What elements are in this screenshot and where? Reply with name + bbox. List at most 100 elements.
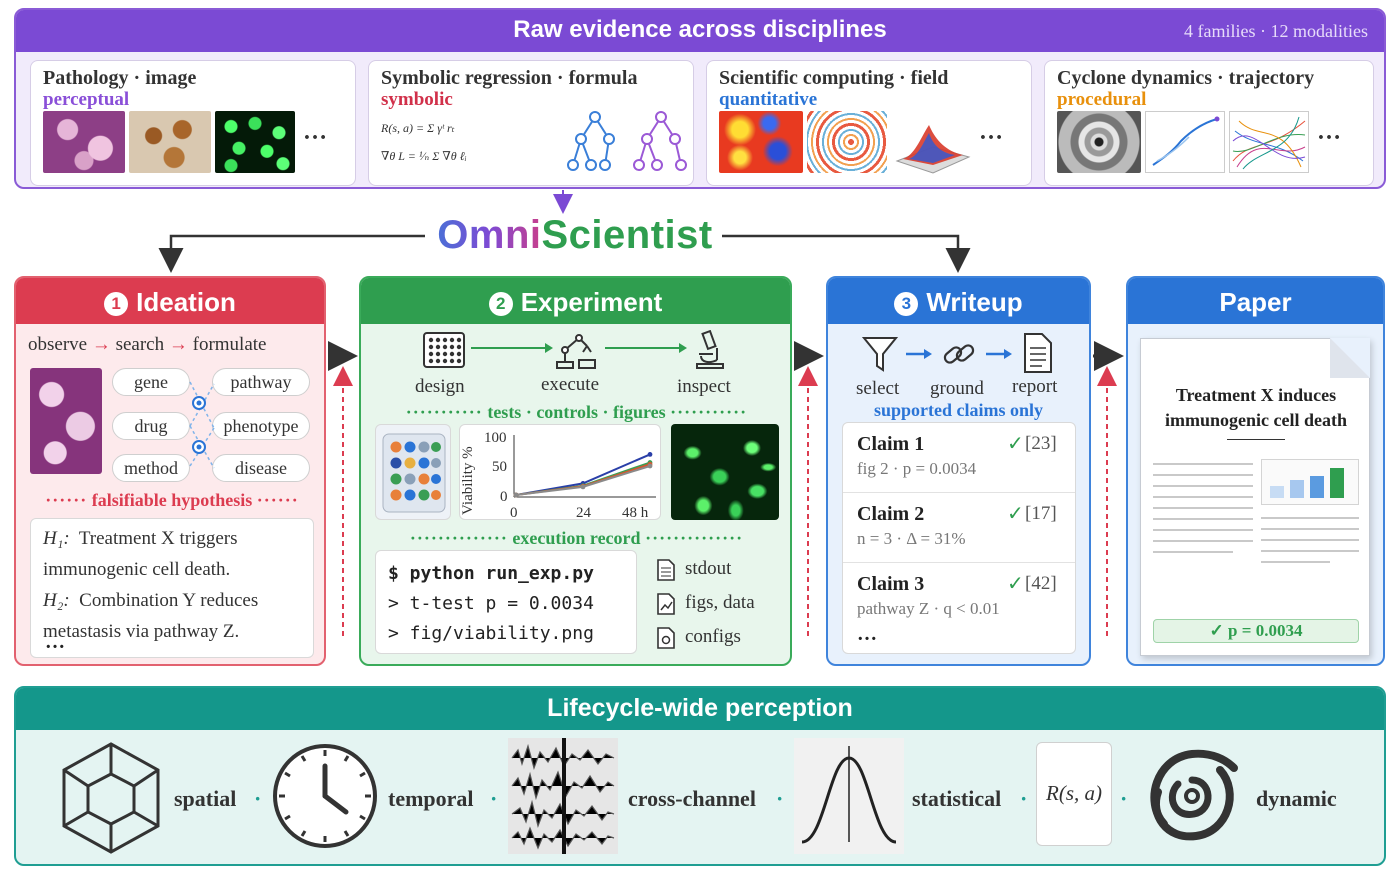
figure-bar [1330, 468, 1344, 498]
source-card-computing: Scientific computing · field quantitativ… [706, 60, 1032, 186]
perception-cross-channel: cross-channel [628, 786, 756, 811]
filter-icon [862, 337, 898, 372]
source-card-title: Symbolic regression · formula [381, 67, 638, 89]
claim-row: Claim 1 ✓ [23] fig 2 · p = 0.0034 [843, 423, 1075, 493]
checks-label: ··········· tests · controls · figures ·… [375, 402, 778, 423]
claim-ref: [17] [1025, 503, 1057, 524]
chart-ytick-0: 0 [500, 489, 508, 505]
separator-dot: · [776, 786, 784, 811]
fluorescence-image [215, 111, 295, 173]
tissue-image [30, 368, 102, 474]
formula-1: R(s, a) = Σ γᵗ rₜ [381, 121, 455, 135]
reward-formula-card: R(s, a) [1036, 742, 1112, 846]
verdict-text: p = 0.0034 [1228, 621, 1303, 640]
link-nodes-icon [189, 381, 215, 469]
h2-text: Combination Y reduces metastasis via pat… [43, 590, 259, 642]
perception-title: Lifecycle-wide perception [547, 694, 853, 722]
experiment-title-text: Experiment [520, 287, 663, 317]
evidence-title: Raw evidence across disciplines [513, 16, 887, 43]
more-ellipsis: … [45, 631, 65, 653]
step-inspect: inspect [677, 376, 731, 397]
term-phenotype: phenotype [212, 412, 310, 440]
hypothesis-label: ······ falsifiable hypothesis ······ [30, 490, 314, 511]
check-icon: ✓ [1007, 573, 1024, 595]
claim-ref: [23] [1025, 433, 1057, 454]
cell-fluorescence-image [671, 424, 779, 520]
waveform-icon [508, 738, 618, 854]
paper-figure [1261, 459, 1359, 505]
experiment-header: 2 Experiment [361, 278, 790, 324]
figure-bar [1310, 476, 1324, 498]
ideation-flow: observe → search → formulate [28, 334, 266, 356]
contour-field-image [807, 111, 887, 173]
report-icon [1024, 333, 1052, 373]
step-arrows [906, 349, 1012, 359]
figure-bar [1290, 480, 1304, 498]
perception-dynamic: dynamic [1256, 786, 1337, 811]
h2-label: H₂: [43, 590, 70, 611]
term-pathway: pathway [212, 368, 310, 396]
terminal-output-1: > t-test p = 0.0034 [388, 593, 594, 614]
terminal-box: $ python run_exp.py > t-test p = 0.0034 … [375, 550, 637, 654]
chart-xtick-48: 48 h [622, 505, 649, 521]
dotted-rule: ··········· [405, 402, 483, 422]
more-ellipsis: … [1317, 119, 1341, 145]
term-gene: gene [112, 368, 190, 396]
separator-dot: · [1020, 786, 1028, 811]
chart-point [647, 463, 653, 469]
claim-ref: [42] [1025, 573, 1057, 594]
omni-text: Omni [437, 213, 542, 257]
omniscientist-title: OmniScientist [430, 213, 720, 258]
link-icon [943, 344, 975, 364]
claim-detail: pathway Z · q < 0.01 [857, 599, 1000, 618]
verdict-badge: ✓ p = 0.0034 [1153, 619, 1359, 643]
ensemble-tracks-icon [1229, 111, 1309, 173]
chart-file-icon [657, 593, 675, 615]
perception-temporal: temporal [388, 786, 474, 811]
bell-curve-icon [794, 738, 904, 854]
chart-xtick-0: 0 [510, 505, 518, 521]
ideation-title-text: Ideation [136, 287, 236, 317]
evidence-band: Raw evidence across disciplines 4 famili… [14, 8, 1386, 189]
claim-row: Claim 3 ✓ [42] pathway Z · q < 0.01 [843, 563, 1075, 633]
dotted-rule: ·············· [409, 528, 508, 548]
step-number: 2 [488, 292, 513, 316]
chart-point [513, 492, 519, 498]
dotted-rule: ······ [256, 490, 299, 510]
output-configs: configs [685, 626, 741, 647]
chart-ytick-100: 100 [484, 430, 507, 446]
more-ellipsis: … [857, 623, 877, 645]
claim-name: Claim 2 [857, 503, 925, 525]
flow-step-search: search [115, 334, 165, 355]
robot-arm-icon [556, 334, 596, 369]
output-stdout: stdout [685, 558, 732, 579]
microscope-icon [696, 330, 724, 369]
histology-image [43, 111, 125, 173]
chart-series-line [515, 461, 651, 496]
chart-point [647, 452, 653, 457]
track-plot-icon [1145, 111, 1225, 173]
flow-step-observe: observe [28, 334, 88, 355]
chart-point [580, 484, 586, 490]
arrow-right-icon: → [91, 334, 111, 355]
chart-ytick-50: 50 [492, 459, 507, 475]
chart-xtick-24: 24 [576, 505, 592, 521]
scientist-text: Scientist [541, 213, 713, 257]
hypothesis-1: H₁: Treatment X triggers immunogenic cel… [43, 523, 305, 585]
hypothesis-box: H₁: Treatment X triggers immunogenic cel… [30, 518, 314, 658]
step-report: report [1012, 376, 1058, 397]
claim-detail: n = 3 · Δ = 31% [857, 529, 966, 548]
cube-icon [62, 742, 160, 854]
hypothesis-label-text: falsifiable hypothesis [91, 490, 253, 510]
assay-plate [375, 424, 451, 520]
separator-dot: · [490, 786, 498, 811]
field-heatmap-image [719, 111, 803, 173]
step-execute: execute [541, 374, 600, 395]
clock-icon [273, 744, 377, 848]
source-card-tag: perceptual [43, 89, 130, 110]
title-rule [1227, 439, 1285, 440]
output-figs-data: figs, data [685, 592, 755, 613]
